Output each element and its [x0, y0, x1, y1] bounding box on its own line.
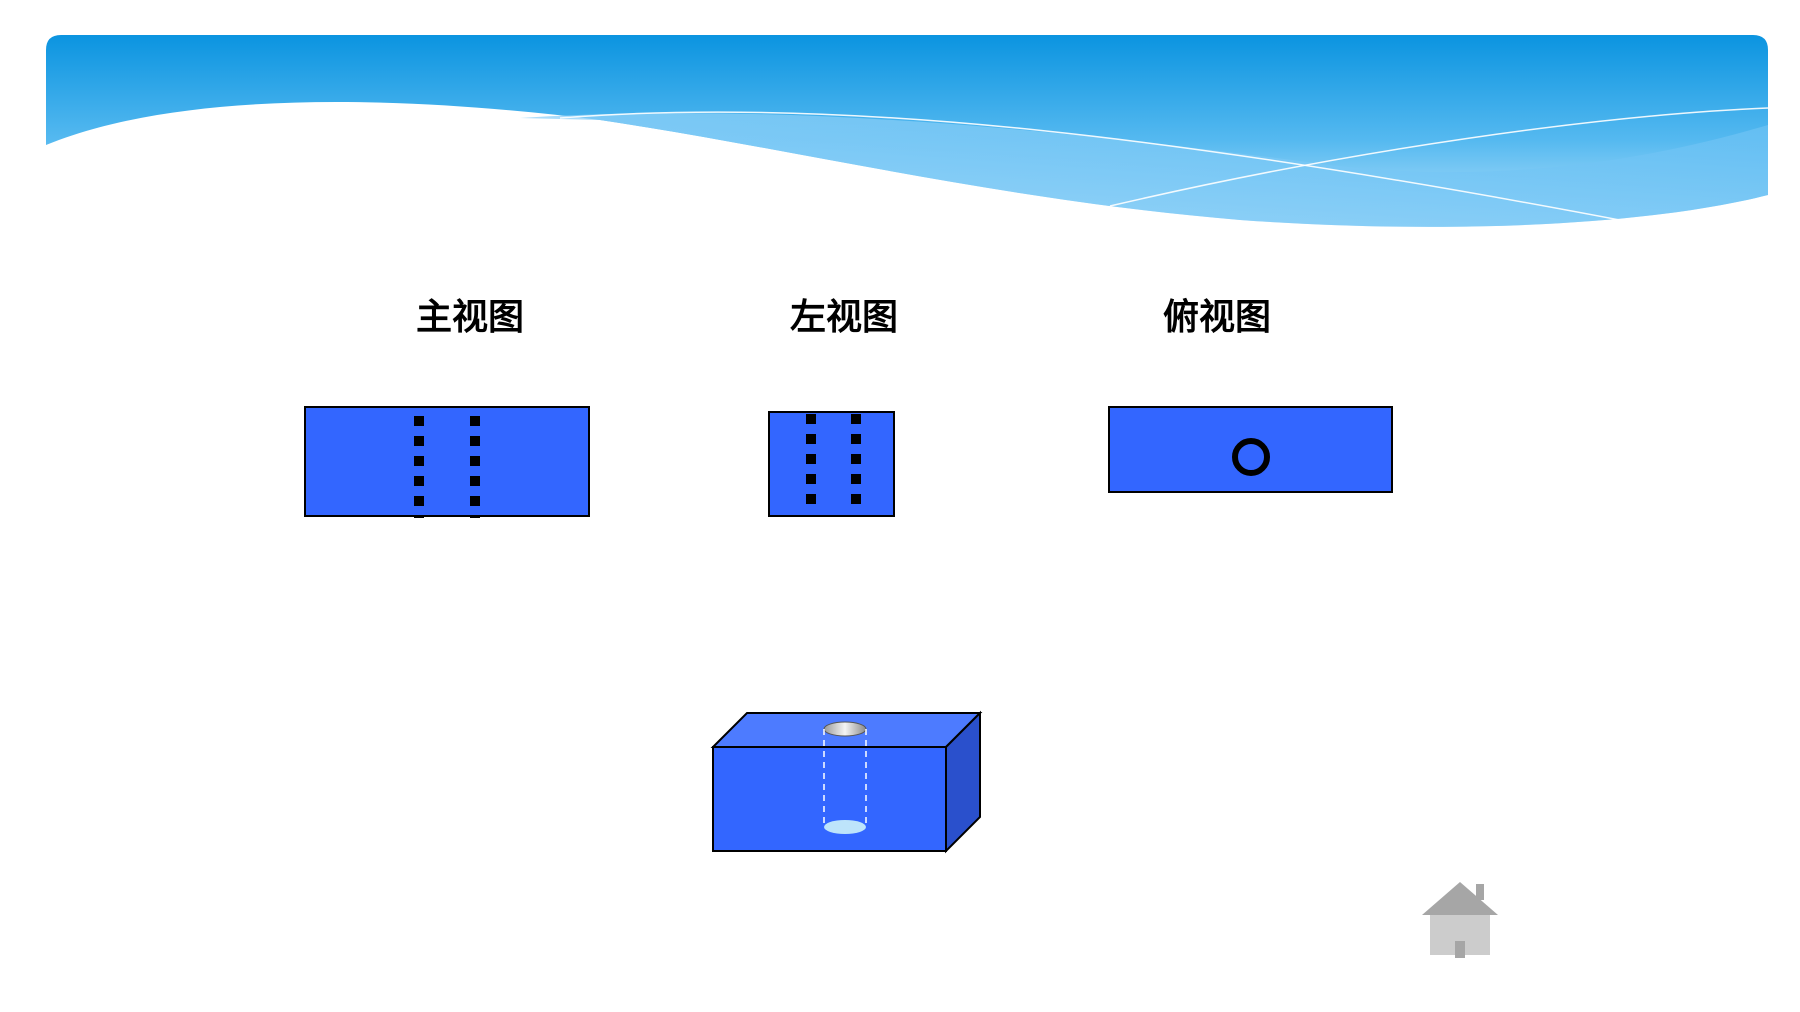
left-view	[768, 411, 895, 517]
block-front-face	[712, 746, 947, 852]
block-hole-bottom	[824, 820, 866, 834]
left-view-title: 左视图	[789, 297, 898, 338]
top-view-title: 俯视图	[1162, 297, 1271, 338]
top-view-rectangle	[1108, 406, 1393, 493]
left-view-rectangle	[768, 411, 895, 517]
top-view-hole-circle	[1232, 438, 1270, 476]
home-icon-door	[1455, 941, 1465, 958]
banner-wave-light	[520, 113, 1768, 227]
front-view-title: 主视图	[415, 297, 524, 338]
front-view	[304, 406, 590, 518]
home-icon[interactable]	[1422, 880, 1498, 958]
block-3d	[710, 710, 983, 854]
home-icon-roof	[1422, 882, 1498, 915]
banner-line-2	[1109, 107, 1769, 207]
home-icon-chimney	[1476, 884, 1484, 900]
banner-line-1	[559, 111, 1631, 223]
front-view-rectangle	[304, 406, 590, 517]
top-view	[1108, 406, 1393, 493]
block-hole-top	[823, 721, 867, 737]
